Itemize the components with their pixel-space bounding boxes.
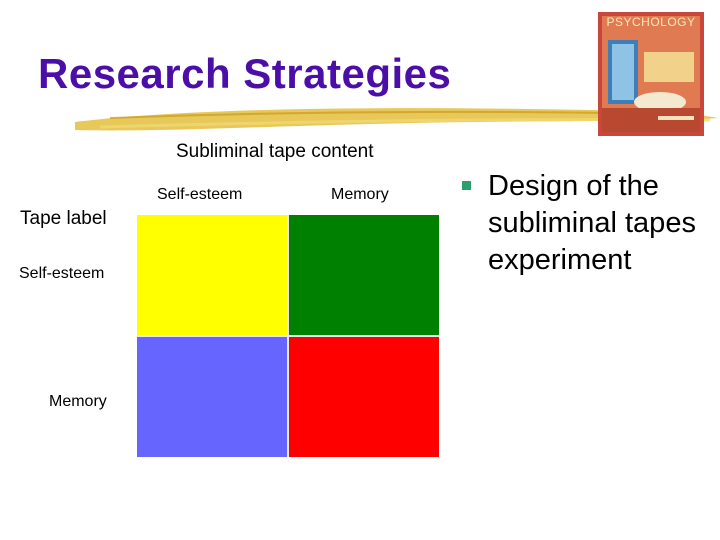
book-cover-image: PSYCHOLOGY [598, 12, 704, 136]
condition-matrix [137, 215, 439, 457]
cell-self-esteem-memory [289, 215, 439, 335]
row-axis-label: Tape label [20, 208, 107, 229]
cell-self-esteem-self-esteem [137, 215, 287, 335]
cell-memory-memory [289, 337, 439, 457]
slide-title: Research Strategies [38, 50, 452, 97]
bullet-list: Design of the subliminal tapes experimen… [462, 168, 712, 279]
row-header-memory: Memory [49, 393, 107, 410]
bullet-item: Design of the subliminal tapes experimen… [488, 170, 696, 276]
square-bullet-icon [462, 181, 471, 190]
row-header-self-esteem: Self-esteem [19, 265, 105, 282]
column-header-self-esteem: Self-esteem [157, 186, 243, 203]
column-header-memory: Memory [331, 186, 389, 203]
cell-memory-self-esteem [137, 337, 287, 457]
book-cover-title: PSYCHOLOGY [606, 15, 696, 29]
matrix-subtitle: Subliminal tape content [176, 141, 374, 162]
